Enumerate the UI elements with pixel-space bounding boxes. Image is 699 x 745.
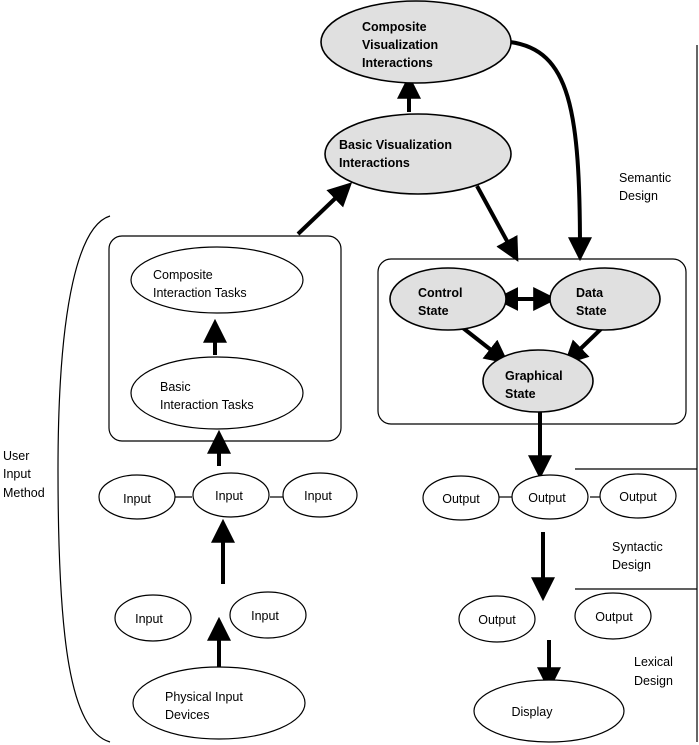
arrow-composite-vis-to-state: [509, 40, 592, 262]
svg-text:Output: Output: [595, 610, 633, 624]
svg-text:State: State: [418, 304, 449, 318]
node-basic-visualization-interactions[interactable]: Basic Visualization Interactions: [324, 113, 512, 195]
svg-text:Composite: Composite: [362, 20, 427, 34]
output-lower-right[interactable]: Output: [574, 592, 652, 640]
svg-text:Method: Method: [3, 486, 45, 500]
label-syntactic-design: Syntactic Design: [612, 540, 663, 572]
svg-text:Output: Output: [478, 613, 516, 627]
node-composite-interaction-tasks[interactable]: Composite Interaction Tasks: [130, 246, 304, 314]
node-composite-visualization-interactions[interactable]: Composite Visualization Interactions: [320, 0, 512, 84]
svg-text:Syntactic: Syntactic: [612, 540, 663, 554]
svg-text:Physical Input: Physical Input: [165, 690, 243, 704]
node-display[interactable]: Display: [473, 679, 625, 743]
svg-text:State: State: [576, 304, 607, 318]
svg-text:Composite: Composite: [153, 268, 213, 282]
svg-text:Basic Visualization: Basic Visualization: [339, 138, 452, 152]
svg-text:State: State: [505, 387, 536, 401]
input-lower-left[interactable]: Input: [114, 594, 192, 642]
svg-text:Graphical: Graphical: [505, 369, 563, 383]
state-container: [377, 258, 687, 425]
svg-text:Interaction Tasks: Interaction Tasks: [160, 398, 254, 412]
svg-text:Output: Output: [619, 490, 657, 504]
svg-text:User: User: [3, 449, 29, 463]
svg-text:Output: Output: [442, 492, 480, 506]
output-row-left[interactable]: Output: [422, 475, 500, 521]
svg-text:Input: Input: [304, 489, 332, 503]
svg-text:Input: Input: [3, 467, 31, 481]
svg-text:Interaction Tasks: Interaction Tasks: [153, 286, 247, 300]
svg-text:Data: Data: [576, 286, 604, 300]
node-data-state[interactable]: Data State: [549, 267, 661, 331]
svg-text:Semantic: Semantic: [619, 171, 671, 185]
node-physical-input-devices[interactable]: Physical Input Devices: [132, 666, 306, 740]
output-row-center[interactable]: Output: [511, 474, 589, 520]
svg-text:Interactions: Interactions: [362, 56, 433, 70]
input-row-center[interactable]: Input: [192, 472, 270, 518]
svg-text:Lexical: Lexical: [634, 655, 673, 669]
label-user-input-method: User Input Method: [3, 449, 45, 500]
user-input-bracket: [57, 215, 111, 743]
node-control-state[interactable]: Control State: [389, 267, 507, 331]
svg-text:Visualization: Visualization: [362, 38, 438, 52]
output-row-right[interactable]: Output: [599, 473, 677, 519]
svg-text:Output: Output: [528, 491, 566, 505]
arrow-data-to-graphical: [563, 327, 603, 365]
svg-text:Control: Control: [418, 286, 462, 300]
svg-text:Design: Design: [619, 189, 658, 203]
svg-text:Design: Design: [612, 558, 651, 572]
input-lower-right[interactable]: Input: [229, 591, 307, 639]
node-basic-interaction-tasks[interactable]: Basic Interaction Tasks: [130, 356, 304, 430]
svg-text:Input: Input: [215, 489, 243, 503]
output-lower-left[interactable]: Output: [458, 595, 536, 643]
svg-text:Input: Input: [251, 609, 279, 623]
svg-text:Interactions: Interactions: [339, 156, 410, 170]
input-row-left[interactable]: Input: [98, 474, 176, 520]
input-row-right[interactable]: Input: [282, 472, 358, 518]
node-graphical-state[interactable]: Graphical State: [482, 349, 594, 413]
svg-text:Design: Design: [634, 674, 673, 688]
label-lexical-design: Lexical Design: [634, 655, 673, 688]
svg-text:Display: Display: [512, 705, 554, 719]
svg-text:Devices: Devices: [165, 708, 209, 722]
svg-text:Basic: Basic: [160, 380, 191, 394]
svg-text:Input: Input: [123, 492, 151, 506]
label-semantic-design: Semantic Design: [619, 171, 671, 203]
svg-text:Input: Input: [135, 612, 163, 626]
arrow-tasks-to-basic-vis: [296, 182, 353, 236]
arrow-control-to-graphical: [461, 326, 509, 364]
arrow-basic-vis-to-state: [475, 185, 519, 262]
